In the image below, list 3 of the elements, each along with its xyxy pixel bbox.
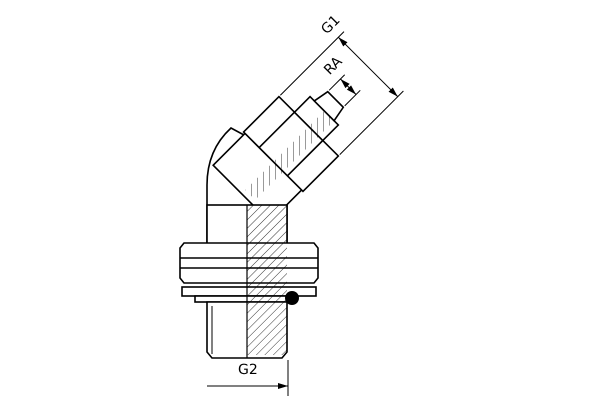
dimension-label: G2 — [238, 363, 258, 377]
dimension-label: G1 — [319, 12, 344, 36]
dimension-label: RA — [322, 54, 345, 78]
